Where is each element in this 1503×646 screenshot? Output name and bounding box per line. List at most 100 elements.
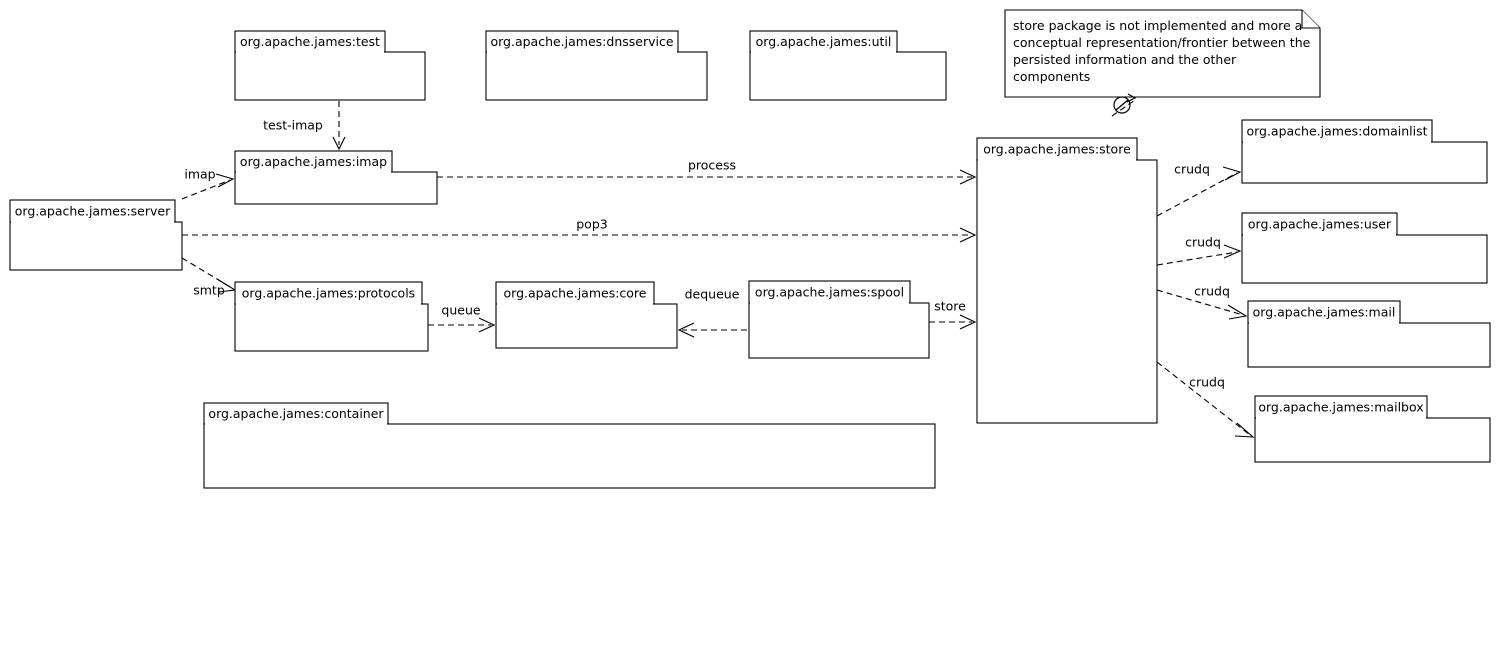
package-tab-joiner (11, 221, 174, 223)
dependency-edge-store-mailbox: crudq (1156, 361, 1255, 438)
package-domainlist[interactable]: org.apache.james:domainlist (1241, 119, 1488, 184)
package-label: org.apache.james:util (756, 34, 892, 49)
package-body (749, 51, 947, 101)
arrowhead-icon (959, 227, 977, 243)
edge-label: store (934, 299, 966, 314)
arrowhead-icon (1222, 166, 1242, 181)
dependency-edge-spool-store: store (929, 299, 977, 330)
package-label: org.apache.james:user (1248, 217, 1392, 232)
package-store[interactable]: org.apache.james:store (976, 137, 1158, 424)
edge-label: crudq (1185, 235, 1221, 250)
arrowhead-icon (1223, 244, 1242, 259)
note-store-note: store package is not implemented and mor… (1004, 9, 1321, 117)
edge-label: crudq (1189, 375, 1225, 390)
note-line: store package is not implemented and mor… (1013, 18, 1302, 33)
package-imap[interactable]: org.apache.james:imap (234, 150, 438, 205)
packages-layer: org.apache.james:test org.apache.james:dn… (9, 30, 1491, 489)
package-label: org.apache.james:test (240, 34, 380, 49)
package-tab-joiner (1243, 234, 1396, 236)
package-body (495, 303, 678, 349)
edge-line (1156, 251, 1238, 266)
package-body (203, 423, 936, 489)
dependency-edge-server-pop3: pop3 (182, 217, 977, 243)
dependency-edge-server-smtp: smtp (181, 257, 237, 298)
edge-line (181, 179, 231, 200)
edge-label: dequeue (685, 287, 740, 302)
package-body (1247, 322, 1491, 368)
package-container[interactable]: org.apache.james:container (203, 402, 936, 489)
edge-label: crudq (1174, 162, 1210, 177)
package-label: org.apache.james:dnsservice (490, 34, 673, 49)
package-tab-joiner (751, 51, 896, 53)
package-body (1241, 141, 1488, 184)
note-connector-line (1111, 99, 1136, 117)
package-tab-joiner (1256, 417, 1426, 419)
package-user[interactable]: org.apache.james:user (1241, 212, 1488, 284)
note-line: components (1013, 69, 1090, 84)
arrowhead-icon (332, 136, 346, 151)
package-util[interactable]: org.apache.james:util (749, 30, 947, 101)
dependency-edge-store-user: crudq (1156, 235, 1242, 266)
package-tab-joiner (236, 303, 421, 305)
package-protocols[interactable]: org.apache.james:protocols (234, 281, 429, 352)
package-dnsservice[interactable]: org.apache.james:dnsservice (485, 30, 708, 101)
package-tab-joiner (978, 159, 1136, 161)
note-anchor-circle-icon (1113, 96, 1131, 114)
package-label: org.apache.james:imap (240, 154, 387, 169)
package-spool[interactable]: org.apache.james:spool (748, 280, 930, 359)
arrowhead-icon (959, 169, 977, 185)
package-body (234, 171, 438, 205)
package-label: org.apache.james:spool (755, 285, 904, 300)
dependency-edge-proto-core: queue (428, 303, 496, 333)
package-body (485, 51, 708, 101)
edge-label: test-imap (263, 118, 323, 133)
edge-line (1156, 289, 1244, 316)
edge-label: process (688, 158, 736, 173)
package-body (234, 303, 429, 352)
edge-label: imap (184, 167, 215, 182)
package-label: org.apache.james:domainlist (1246, 124, 1427, 139)
package-label: org.apache.james:store (983, 142, 1131, 157)
package-tab-joiner (1249, 322, 1399, 324)
note-anchor-slash-icon (1115, 99, 1129, 111)
package-core[interactable]: org.apache.james:core (495, 281, 678, 349)
edge-label: queue (441, 303, 480, 318)
arrowhead-icon (215, 173, 235, 188)
package-body (748, 302, 930, 359)
package-label: org.apache.james:mail (1253, 305, 1396, 320)
package-tab-joiner (497, 303, 653, 305)
edge-line (1156, 361, 1251, 436)
arrowhead-icon (677, 322, 695, 338)
package-tab-joiner (236, 171, 391, 173)
edge-label: pop3 (576, 217, 607, 232)
dependency-edge-store-domainlist: crudq (1156, 162, 1242, 217)
package-label: org.apache.james:mailbox (1258, 400, 1423, 415)
package-label: org.apache.james:core (504, 286, 647, 301)
arrowhead-icon (1227, 304, 1248, 320)
package-label: org.apache.james:container (208, 406, 384, 421)
dependency-edge-spool-core: dequeue (677, 287, 747, 338)
edges-layer: test-imap imap process pop3 smtp queue dequeue… (181, 101, 1255, 438)
package-tab-joiner (205, 423, 387, 425)
package-body (1241, 234, 1488, 284)
package-mailbox[interactable]: org.apache.james:mailbox (1254, 395, 1491, 463)
package-body (976, 159, 1158, 424)
note-layer: store package is not implemented and mor… (1004, 9, 1321, 117)
edge-label: smtp (193, 283, 225, 298)
package-tab-joiner (1243, 141, 1431, 143)
package-body (234, 51, 426, 101)
edge-line (1156, 172, 1238, 217)
dependency-edge-imap-store: process (437, 158, 977, 185)
package-label: org.apache.james:server (15, 204, 171, 219)
dependency-edge-server-imap: imap (181, 167, 235, 200)
package-mail[interactable]: org.apache.james:mail (1247, 300, 1491, 368)
package-test[interactable]: org.apache.james:test (234, 30, 426, 101)
dependency-edge-test-imap: test-imap (263, 101, 346, 151)
note-box (1004, 9, 1321, 98)
note-line: persisted information and the other (1013, 52, 1237, 67)
dependency-edge-store-mail: crudq (1156, 284, 1248, 320)
package-server[interactable]: org.apache.james:server (9, 199, 183, 271)
arrowhead-icon (478, 317, 496, 333)
